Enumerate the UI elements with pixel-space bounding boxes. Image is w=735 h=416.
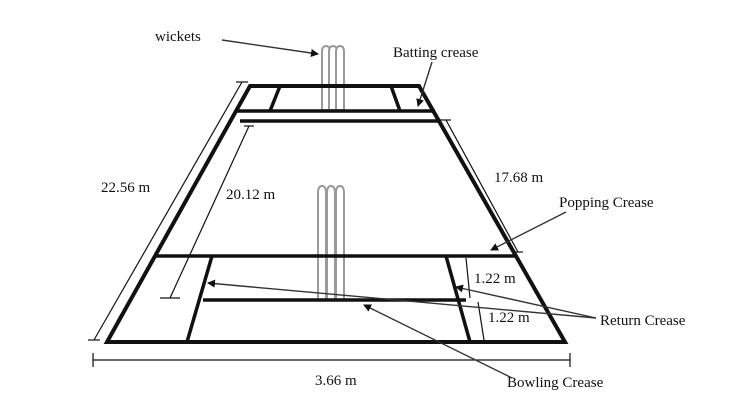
far-return-crease-right: [389, 85, 402, 112]
bowling-crease-arrow: [363, 304, 513, 379]
far-wicket: [321, 44, 345, 111]
wickets-arrow: [221, 39, 319, 57]
wicket-distance-label: 20.12 m: [226, 187, 276, 203]
crease-gap-upper-label: 1.22 m: [474, 271, 516, 287]
far-return-crease-left: [268, 85, 282, 112]
side-length-label: 17.68 m: [494, 170, 544, 186]
return-crease-arrow-right: [455, 284, 597, 319]
batting-crease-label: Batting crease: [393, 45, 479, 61]
return-crease-label: Return Crease: [600, 313, 686, 329]
wickets-label: wickets: [155, 29, 201, 45]
pitch-length-label: 22.56 m: [101, 180, 151, 196]
wicket-distance-line: [169, 125, 250, 299]
popping-crease-label: Popping Crease: [559, 195, 654, 211]
return-crease-arrow-left: [207, 279, 597, 319]
bowling-crease-label: Bowling Crease: [507, 375, 604, 391]
near-return-crease-right: [444, 255, 472, 343]
popping-crease-arrow: [490, 211, 567, 251]
crease-gap-line-upper: [465, 257, 471, 299]
crease-gap-line-lower: [477, 301, 485, 341]
near-return-crease-left: [185, 255, 214, 343]
pitch-outline: [103, 84, 569, 344]
batting-crease-arrow: [416, 61, 433, 107]
near-wicket: [317, 184, 345, 301]
pitch-width-label: 3.66 m: [315, 373, 357, 389]
length-dimension-line: [93, 81, 243, 341]
crease-gap-lower-label: 1.22 m: [488, 310, 530, 326]
side-dimension-line: [445, 119, 519, 253]
